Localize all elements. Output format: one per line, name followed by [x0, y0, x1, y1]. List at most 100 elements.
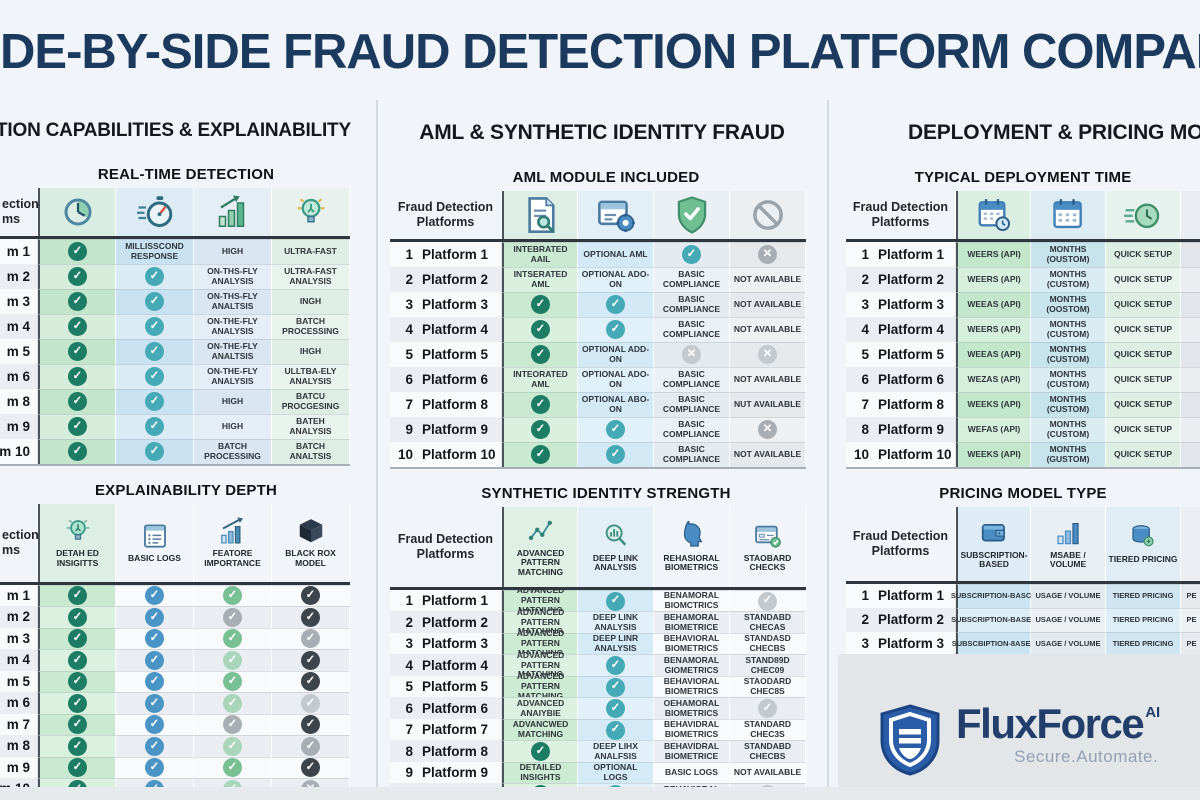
cell: ✓ — [116, 313, 194, 339]
cell: USAGE / VOLUME — [1031, 583, 1106, 608]
cell: ✓ — [38, 338, 116, 364]
row-label: m 3 — [0, 627, 38, 650]
cell-text: BASIC COMPLIANCE — [662, 444, 721, 464]
check-icon: ✓ — [301, 650, 320, 670]
cell: ADVANCED PATTERN MATCHING — [502, 650, 578, 679]
cell: ✓ — [578, 697, 654, 719]
check-icon: ✓ — [68, 693, 87, 713]
cell: ✓ — [116, 338, 194, 364]
cell — [1181, 366, 1200, 392]
cell: BASIC COMPLIANCE — [654, 441, 730, 467]
check-icon: ✓ — [606, 699, 625, 719]
check-icon: ✓ — [68, 629, 87, 649]
cell-text: ADVANCED PATTERN MATCHING — [516, 606, 565, 637]
platform-name: m 6 — [6, 368, 30, 384]
platform-name: m 3 — [6, 630, 30, 646]
cell-text: MONTHS (CUSTOM) — [1046, 344, 1090, 364]
header-col-label: STAOBARD CHECKS — [743, 552, 792, 573]
cell: OEHAMORAL BIOMETRICS — [654, 697, 730, 719]
check-icon: ✓ — [606, 420, 625, 440]
cell: ✓ — [38, 606, 116, 628]
corner-label-text: Fraud Detection Platforms — [852, 529, 949, 558]
header-col-4: STAOBARD CHECKS — [730, 506, 806, 587]
cell: IHGH — [272, 338, 350, 364]
check-icon: ✓ — [145, 629, 164, 649]
cell-text: NOT AVAILABLE — [733, 373, 802, 384]
row-number: 1 — [405, 246, 413, 262]
check-icon: ✓ — [145, 650, 164, 670]
check-icon: ✓ — [68, 736, 87, 756]
cell-text: DETAILED INSIGHTS — [519, 762, 562, 783]
row-number: 5 — [405, 679, 413, 695]
header-col-1 — [38, 187, 116, 236]
row-number: 2 — [861, 271, 869, 287]
row-number: 6 — [861, 371, 869, 387]
cell-text: OPTIONAL ADO-ON — [581, 369, 650, 389]
row-label: m 1 — [0, 584, 38, 607]
row-label: m 2 — [0, 263, 38, 289]
cell-text: NUT AVAILABLE — [734, 398, 801, 409]
cell: ✓ — [38, 649, 116, 671]
check-icon: ✓ — [223, 629, 242, 649]
platform-name: Platform 8 — [878, 396, 945, 412]
row-number: 9 — [405, 765, 413, 781]
cell: WEERS (API) — [956, 266, 1031, 292]
row-number: 1 — [861, 588, 869, 604]
check-icon: ✓ — [68, 758, 87, 778]
cell-text: USAGE / VOLUME — [1035, 639, 1101, 649]
check-icon: ✓ — [301, 715, 320, 735]
cell: ✕ — [730, 416, 806, 442]
platform-name: Platform 5 — [878, 346, 945, 362]
check-icon: ✓ — [145, 607, 164, 627]
platform-name: m 9 — [6, 759, 30, 775]
column-divider — [376, 100, 378, 788]
cell-text: BASIC COMPLIANCE — [662, 319, 721, 339]
cell-text: BEHAVIORAL BIOMETRICS — [663, 633, 720, 654]
cell-text: MILLISSCOND RESPONSE — [125, 240, 184, 261]
corner-label: ection ms — [0, 503, 39, 582]
platform-name: Platform 1 — [878, 246, 945, 262]
check-icon: ✓ — [68, 586, 87, 606]
header-col-3: FEATORE IMPORTANCE — [194, 503, 272, 582]
cell: ON-THS-FLY ANALYSIS — [194, 263, 272, 289]
platform-name: Platform 1 — [878, 588, 945, 604]
cell: ✓ — [38, 692, 116, 714]
cell: ADVANCED PATTERN MATCHING — [502, 672, 578, 701]
cell-text: USAGE / VOLUME — [1035, 591, 1101, 601]
cell: ✓ — [272, 584, 350, 607]
cell: BASIC COMPLIANCE — [654, 316, 730, 342]
shield-check-icon — [671, 194, 713, 236]
cell: STANDABD CHECAS — [730, 611, 806, 633]
header-col-4 — [1181, 190, 1200, 239]
cell-text: MONTHS (OOSTOM) — [1046, 294, 1090, 314]
calendar-icon — [1049, 196, 1087, 234]
cell-text: ADVANCWED MATCHING — [512, 719, 569, 740]
check-icon: ✓ — [531, 345, 550, 365]
cell: DEEP LINR ANALYSIS — [578, 632, 654, 655]
row-number: 5 — [861, 346, 869, 362]
cell: MONTHS (CUSTOM) — [1031, 366, 1106, 392]
cell-text: SUBSCRIPTION-BASEO — [951, 615, 1037, 625]
cell — [1181, 241, 1200, 267]
